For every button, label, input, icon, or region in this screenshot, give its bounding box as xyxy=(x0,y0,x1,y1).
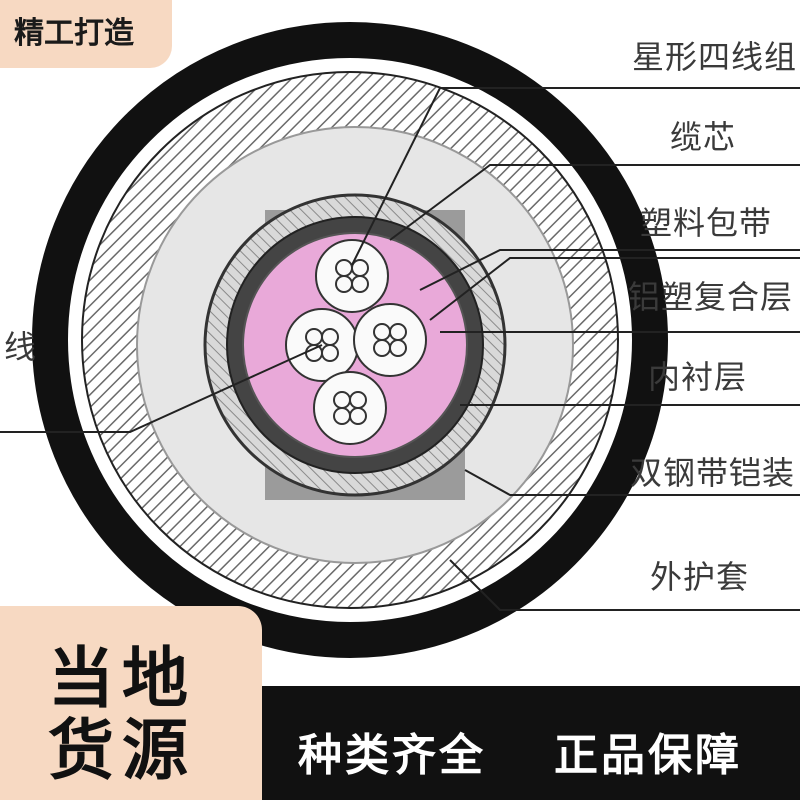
layer-label-inner-lining: 内衬层 xyxy=(648,358,748,396)
layer-label-star-quad: 星形四线组 xyxy=(632,38,798,76)
leader-line-1 xyxy=(351,87,800,266)
local-source-panel: 当地 货源 xyxy=(0,606,262,800)
leader-line-7 xyxy=(464,469,800,496)
slogan-bar: 种类齐全 正品保障 xyxy=(262,686,800,800)
conductor-right xyxy=(353,303,427,377)
layer-label-outer-sheath: 外护套 xyxy=(650,558,750,596)
leader-line-left xyxy=(0,344,323,433)
conductor-bottom xyxy=(313,371,387,445)
slogan-complete-range: 种类齐全 xyxy=(298,730,486,781)
local-source-line2: 货源 xyxy=(48,712,196,789)
local-source-line1: 当地 xyxy=(48,640,196,717)
badge-label: 精工打造 xyxy=(0,0,172,68)
layer-label-core: 缆芯 xyxy=(670,118,737,156)
leader-lines xyxy=(0,87,800,611)
leader-line-2 xyxy=(389,164,800,241)
slogan-genuine-guarantee: 正品保障 xyxy=(554,730,742,781)
layer-label-steel-armour: 双钢带铠装 xyxy=(630,454,796,492)
outer-sheath xyxy=(32,22,668,658)
leader-line-8 xyxy=(449,559,800,611)
layer-label-aluminum-plastic: 铝塑复合层 xyxy=(628,278,794,316)
layer-label-plastic-tape: 塑料包带 xyxy=(640,204,773,242)
leader-line-3 xyxy=(419,249,800,291)
conductor-top xyxy=(315,239,389,313)
left-label: 线 xyxy=(4,328,38,366)
leader-line-4 xyxy=(429,257,800,321)
